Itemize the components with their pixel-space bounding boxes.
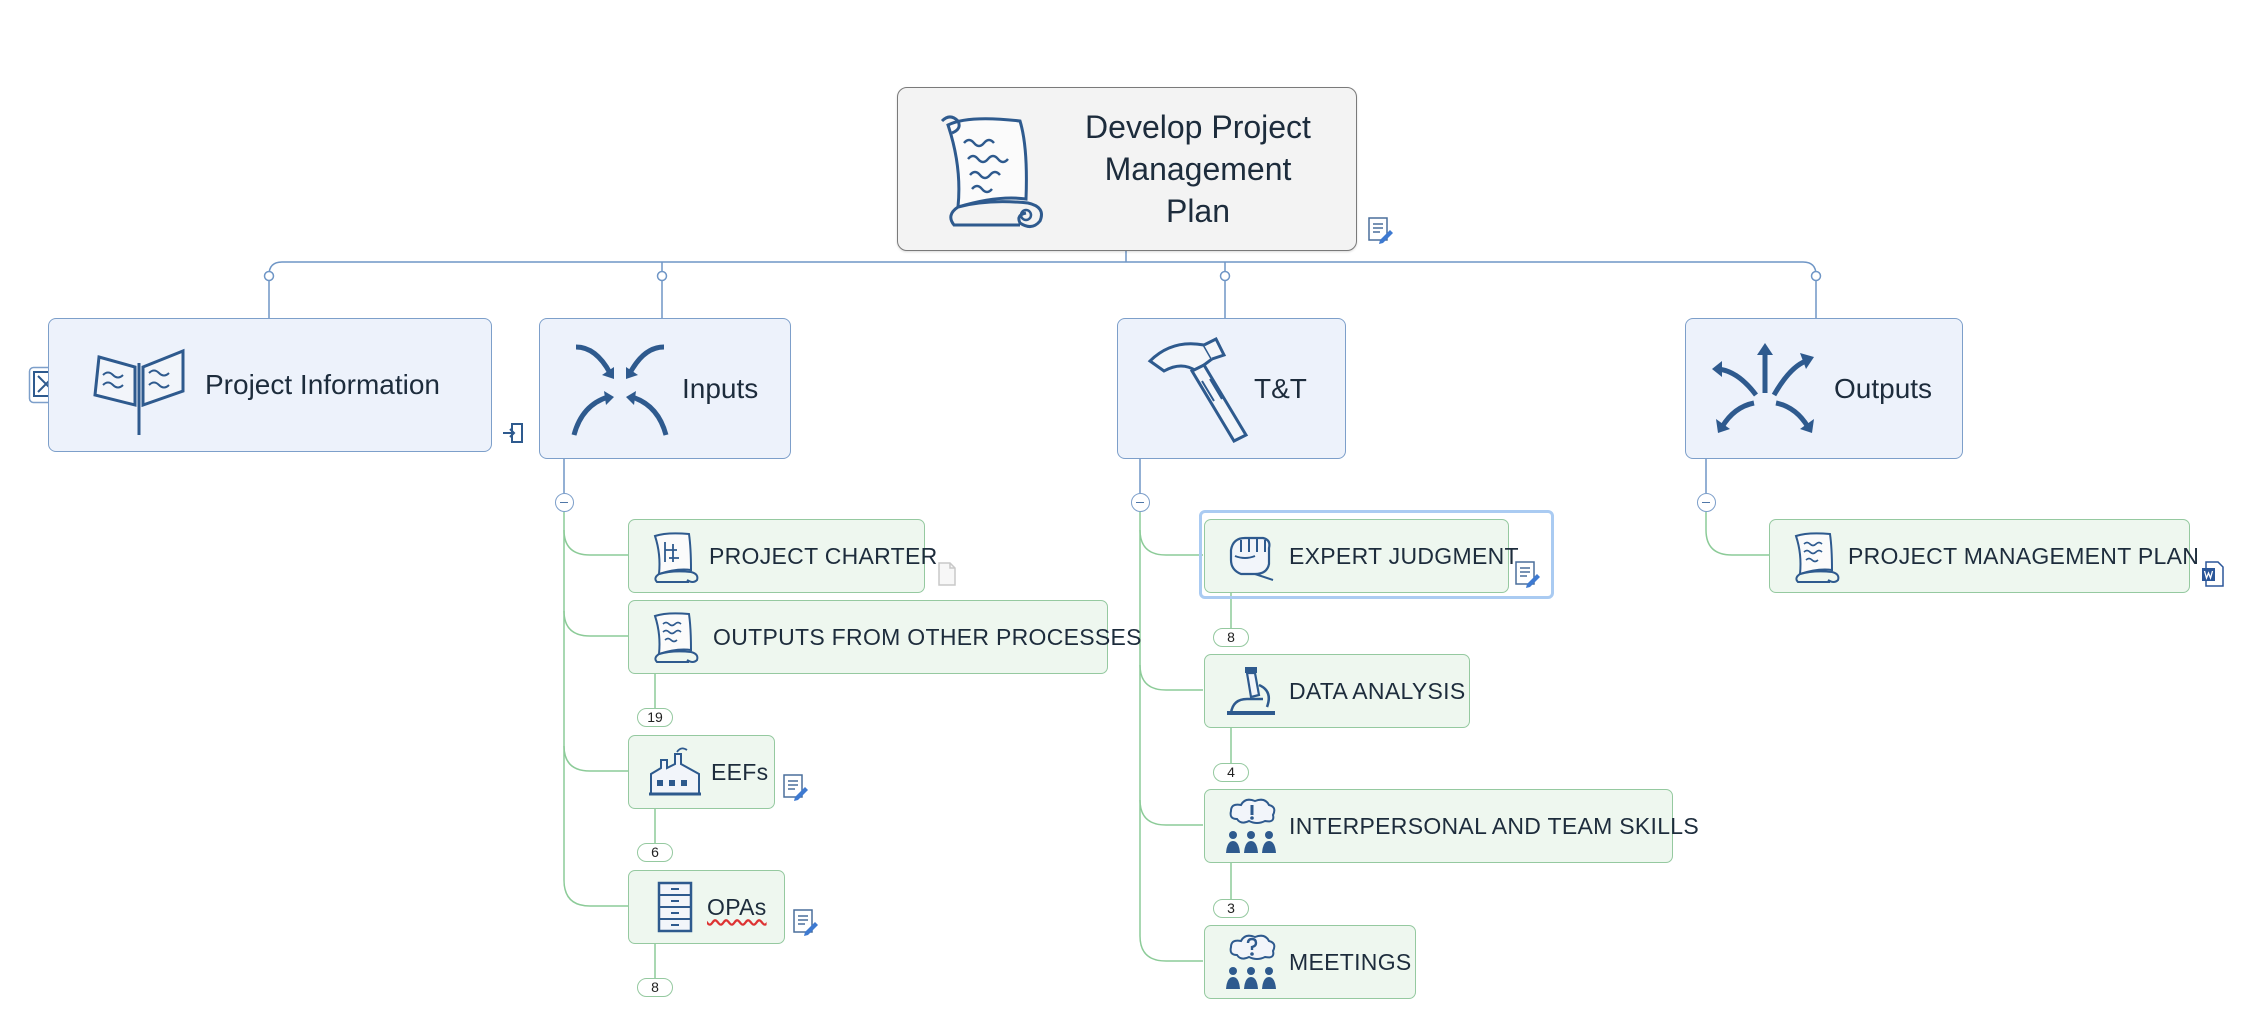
expert-judgment-topic[interactable]: EXPERT JUDGMENT [1204, 519, 1519, 593]
scroll-document-icon [1794, 532, 1840, 583]
team-idea-icon [1226, 798, 1276, 853]
root-topic[interactable]: Develop Project Management Plan [897, 87, 1357, 251]
eefs-topic[interactable]: EEFs [628, 735, 775, 809]
inputs-label: Inputs [682, 372, 759, 404]
child-count-badge[interactable]: 6 [637, 843, 673, 862]
expert-judgment-label: EXPERT JUDGMENT [1289, 542, 1519, 569]
fist-icon [1229, 536, 1274, 581]
opas-label: OPAs [707, 893, 767, 920]
factory-icon [649, 747, 701, 796]
attachment-arrow-icon[interactable] [502, 422, 524, 444]
root-topic-label: Develop Project Management Plan [1085, 109, 1311, 229]
scroll-document-icon [653, 612, 699, 663]
document-icon[interactable] [937, 562, 957, 586]
child-count-badge[interactable]: 3 [1213, 899, 1249, 918]
filing-cabinet-icon [657, 881, 693, 933]
data-analysis-topic[interactable]: DATA ANALYSIS [1204, 654, 1470, 728]
tools-techniques-topic[interactable]: T&T [1117, 318, 1346, 459]
child-count-badge[interactable]: 4 [1213, 763, 1249, 782]
signpost-icon [93, 348, 185, 435]
interpersonal-team-skills-label: INTERPERSONAL AND TEAM SKILLS [1289, 812, 1700, 839]
inputs-topic[interactable]: Inputs [539, 318, 791, 459]
project-charter-label: PROJECT CHARTER [709, 542, 938, 569]
scroll-document-icon [653, 532, 699, 583]
child-count-badge[interactable]: 8 [1213, 628, 1249, 647]
outputs-topic[interactable]: Outputs [1685, 318, 1963, 459]
scroll-document-icon [940, 115, 1043, 228]
meetings-label: MEETINGS [1289, 948, 1412, 975]
notes-icon[interactable] [1366, 216, 1394, 244]
project-information-label: Project Information [205, 369, 440, 400]
hammer-icon [1147, 336, 1249, 443]
inputs-collapse-button[interactable] [555, 493, 574, 512]
arrows-diverge-icon [1712, 343, 1814, 433]
eefs-label: EEFs [711, 758, 769, 785]
microscope-icon [1227, 667, 1275, 715]
opas-topic[interactable]: OPAs [628, 870, 785, 944]
tools-techniques-label: T&T [1254, 372, 1307, 404]
notes-icon[interactable] [791, 908, 819, 936]
meetings-topic[interactable]: MEETINGS [1204, 925, 1416, 999]
project-information-topic[interactable]: Project Information [48, 318, 492, 452]
child-count-badge[interactable]: 19 [637, 708, 673, 727]
interpersonal-team-skills-topic[interactable]: INTERPERSONAL AND TEAM SKILLS [1204, 789, 1699, 863]
notes-icon[interactable] [1513, 560, 1541, 588]
tt-collapse-button[interactable] [1131, 493, 1150, 512]
outputs-from-other-processes-topic[interactable]: OUTPUTS FROM OTHER PROCESSES [628, 600, 1142, 674]
selection-highlight [1199, 510, 1554, 599]
data-analysis-label: DATA ANALYSIS [1289, 677, 1466, 704]
outputs-from-other-processes-label: OUTPUTS FROM OTHER PROCESSES [713, 623, 1142, 650]
outputs-collapse-button[interactable] [1697, 493, 1716, 512]
team-question-icon [1226, 934, 1276, 989]
child-count-badge[interactable]: 8 [637, 978, 673, 997]
project-management-plan-topic[interactable]: PROJECT MANAGEMENT PLAN [1769, 519, 2199, 593]
project-charter-topic[interactable]: PROJECT CHARTER [628, 519, 937, 593]
notes-icon[interactable] [781, 773, 809, 801]
project-management-plan-label: PROJECT MANAGEMENT PLAN [1848, 542, 2200, 569]
outputs-label: Outputs [1834, 372, 1933, 404]
arrows-converge-icon [571, 344, 669, 436]
word-document-icon[interactable] [2202, 561, 2224, 587]
